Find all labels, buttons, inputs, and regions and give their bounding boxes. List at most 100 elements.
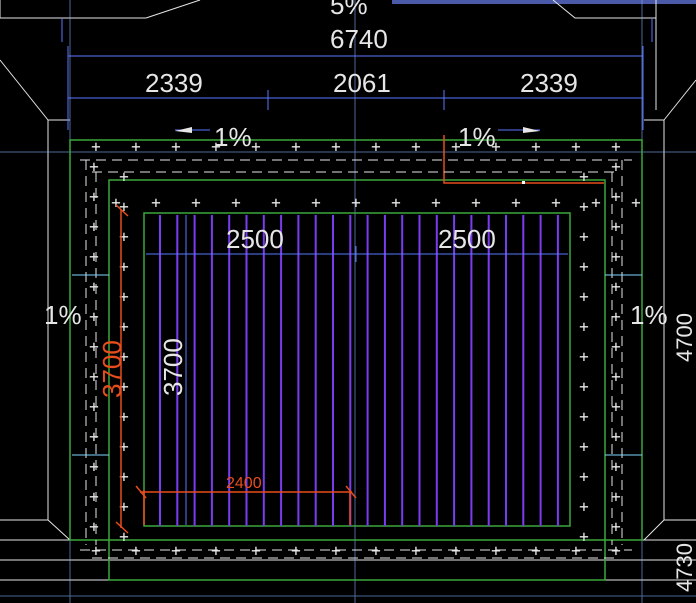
plus-marker: + [579, 437, 589, 456]
plus-marker: + [531, 137, 541, 156]
panel-left-width-label: 2500 [226, 224, 284, 254]
plus-marker: + [89, 397, 99, 416]
plus-marker: + [571, 137, 581, 156]
plus-marker: + [611, 517, 621, 536]
plus-marker: + [611, 541, 621, 560]
plus-marker: + [119, 167, 129, 186]
plus-marker: + [511, 193, 521, 212]
marker-point [522, 181, 525, 184]
plus-marker: + [411, 541, 421, 560]
plus-marker: + [611, 367, 621, 386]
red-marker-line [443, 135, 604, 184]
overall-width-label: 6740 [330, 24, 388, 54]
slope-left-label: 1% [44, 300, 82, 330]
plus-marker: + [119, 527, 129, 546]
plus-marker: + [89, 307, 99, 326]
plus-marker: + [119, 407, 129, 426]
plus-marker: + [491, 541, 501, 560]
plus-marker: + [89, 247, 99, 266]
plus-marker: + [291, 541, 301, 560]
plus-markers: + + + + + + + + + + + + + + + + + + + + + + + + + + + + + + + + + + + + + + + +… [89, 137, 641, 560]
plus-marker: + [351, 193, 361, 212]
panel-dimension-lines [146, 215, 568, 525]
plus-marker: + [431, 193, 441, 212]
plus-marker: + [471, 193, 481, 212]
plus-marker: + [119, 257, 129, 276]
slope-top-left-label: 1% [214, 122, 252, 152]
plus-marker: + [119, 197, 129, 216]
plus-marker: + [119, 317, 129, 336]
plus-marker: + [579, 467, 589, 486]
plus-marker: + [89, 157, 99, 176]
plus-marker: + [119, 467, 129, 486]
plus-marker: + [151, 193, 161, 212]
red-height-label: 3700 [97, 340, 127, 398]
plus-marker: + [579, 347, 589, 366]
plus-marker: + [89, 217, 99, 236]
plus-marker: + [451, 541, 461, 560]
top-blue-bar [392, 0, 696, 4]
plus-marker: + [579, 527, 589, 546]
panel-right-width-label: 2500 [438, 224, 496, 254]
plus-marker: + [611, 187, 621, 206]
plus-marker: + [251, 137, 261, 156]
plus-marker: + [611, 427, 621, 446]
plus-marker: + [611, 247, 621, 266]
plus-marker: + [611, 397, 621, 416]
plus-marker: + [251, 541, 261, 560]
right-bottom-dim-label: 4730 [672, 543, 696, 592]
plus-marker: + [111, 193, 121, 212]
dimension-arrows [175, 127, 540, 133]
insulation-dashes [80, 159, 632, 559]
plus-marker: + [89, 337, 99, 356]
plus-marker: + [131, 541, 141, 560]
plus-marker: + [211, 541, 221, 560]
plus-marker: + [579, 317, 589, 336]
plus-marker: + [291, 137, 301, 156]
plus-marker: + [611, 137, 621, 156]
plus-marker: + [91, 541, 101, 560]
plus-marker: + [579, 167, 589, 186]
red-width-label: 2400 [226, 475, 262, 492]
plus-marker: + [131, 137, 141, 156]
right-side-dim-label: 4700 [672, 313, 696, 362]
heating-pipes [159, 215, 559, 526]
slope-right-label: 1% [630, 300, 668, 330]
plus-marker: + [89, 187, 99, 206]
plus-marker: + [211, 137, 221, 156]
plus-marker: + [591, 193, 601, 212]
plus-marker: + [391, 193, 401, 212]
plus-marker: + [89, 367, 99, 386]
plus-marker: + [531, 541, 541, 560]
plus-marker: + [579, 257, 589, 276]
plus-marker: + [611, 307, 621, 326]
plus-marker: + [491, 137, 501, 156]
plus-marker: + [171, 541, 181, 560]
left-span-label: 2339 [145, 68, 203, 98]
plus-marker: + [611, 337, 621, 356]
red-dimension-lines [115, 204, 357, 534]
plus-marker: + [579, 407, 589, 426]
plus-marker: + [579, 497, 589, 516]
middle-span-label: 2061 [333, 68, 391, 98]
right-span-label: 2339 [520, 68, 578, 98]
plus-marker: + [411, 137, 421, 156]
plus-marker: + [611, 487, 621, 506]
plus-marker: + [191, 193, 201, 212]
plus-marker: + [271, 193, 281, 212]
panel-height-label: 3700 [158, 338, 188, 396]
plus-marker: + [89, 277, 99, 296]
plus-marker: + [551, 193, 561, 212]
plus-marker: + [119, 227, 129, 246]
plus-marker: + [371, 541, 381, 560]
plus-marker: + [119, 347, 129, 366]
plus-marker: + [611, 217, 621, 236]
side-ticks [72, 274, 642, 456]
green-outlines [69, 139, 643, 581]
plus-marker: + [611, 157, 621, 176]
plus-marker: + [571, 541, 581, 560]
dimension-lines [61, 18, 653, 131]
plus-marker: + [611, 277, 621, 296]
plus-marker: + [579, 227, 589, 246]
